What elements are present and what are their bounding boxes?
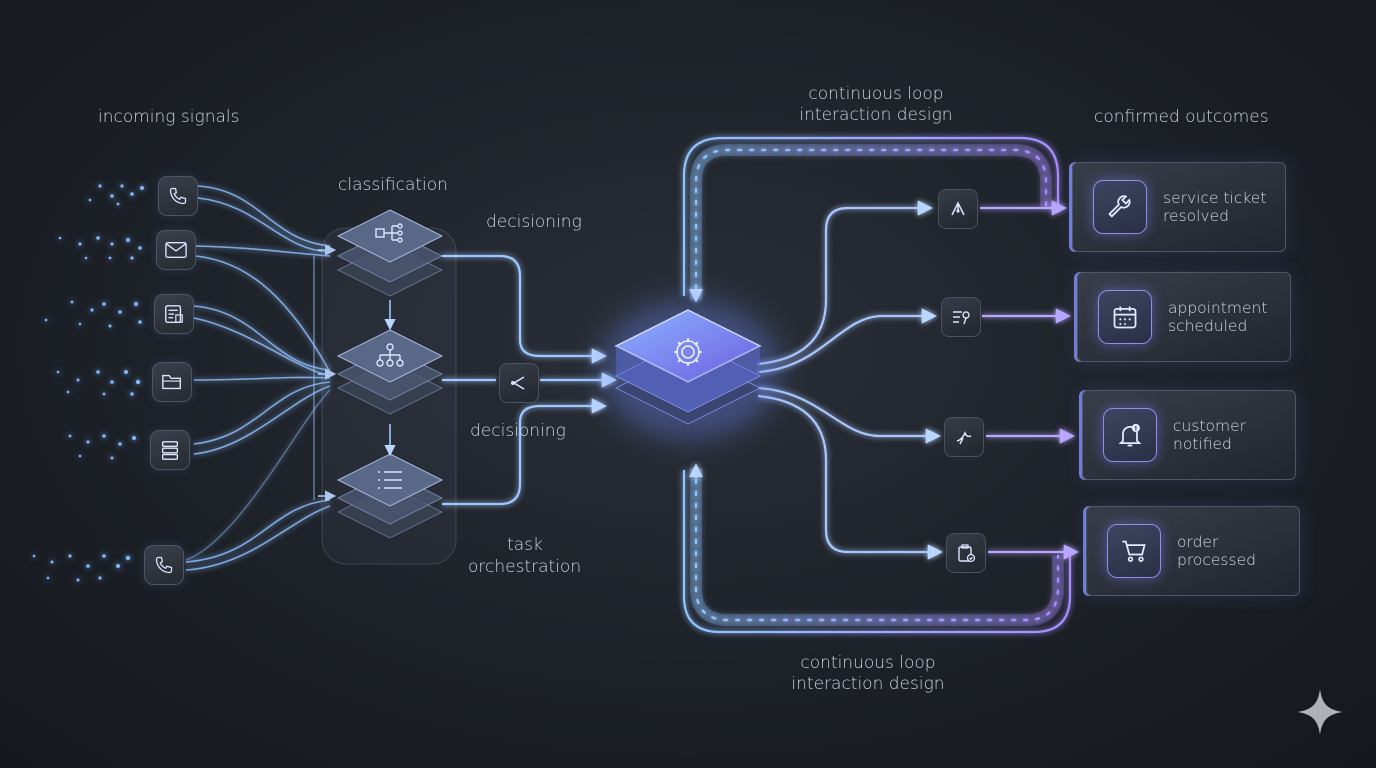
decisioning-mid-label: decisioning [470, 421, 566, 441]
outcome-flows [980, 200, 1080, 560]
outcome-title: appointment [1168, 299, 1268, 317]
phone-icon [155, 556, 173, 574]
incoming-flow-lines [185, 185, 331, 571]
folder-icon [162, 374, 182, 390]
checklist-icon [953, 311, 970, 325]
stack-layer-mid [336, 329, 444, 415]
branch-node-order[interactable] [946, 533, 986, 573]
branch-node-appointment[interactable] [941, 297, 981, 337]
branch-icon [511, 376, 525, 390]
central-hub [600, 300, 780, 440]
bottom-loop [682, 463, 1072, 634]
loop-top-line1: continuous loop [808, 84, 944, 104]
phone-icon [169, 187, 187, 205]
stack-layer-top [336, 209, 444, 297]
outcome-status: scheduled [1168, 317, 1248, 335]
decision-node[interactable] [499, 363, 539, 403]
loop-top-label: continuous loop interaction design [796, 84, 956, 126]
loop-bottom-line1: continuous loop [800, 653, 936, 673]
calendar-icon [1098, 290, 1152, 344]
stack-left-arrows [313, 244, 337, 502]
loop-bottom-label: continuous loop interaction design [788, 653, 948, 695]
bell-icon [1103, 408, 1157, 462]
bird-icon [956, 431, 972, 445]
branch-node-customer[interactable] [944, 417, 984, 457]
orchestration-label: orchestration [468, 557, 582, 577]
task-label-line1: task [507, 535, 543, 555]
form-icon [165, 305, 183, 323]
outcome-title: service ticket [1163, 189, 1267, 207]
classification-label: classification [338, 175, 448, 195]
decisioning-top-label: decisioning [486, 212, 582, 232]
org-chart-icon [376, 343, 404, 367]
mail-icon [165, 241, 187, 259]
pen-tool-icon [951, 201, 965, 216]
clipboard-check-icon [958, 544, 976, 563]
loop-top-line2: interaction design [799, 105, 953, 125]
source-phone-bottom[interactable] [144, 545, 184, 585]
top-loop [682, 136, 1060, 303]
cart-icon [1107, 524, 1161, 578]
outcome-status: resolved [1163, 207, 1229, 225]
outcome-title: customer [1173, 417, 1246, 435]
outcome-status: processed [1177, 551, 1256, 569]
source-database[interactable] [150, 430, 190, 470]
outcome-title: order [1177, 533, 1219, 551]
loop-bottom-line2: interaction design [791, 674, 945, 694]
branch-flows [757, 200, 944, 560]
gear-icon [674, 338, 702, 366]
source-form[interactable] [154, 294, 194, 334]
task-label: task [498, 535, 552, 556]
list-icon [378, 471, 402, 489]
outcome-status: notified [1173, 435, 1232, 453]
source-phone-top[interactable] [158, 176, 198, 216]
incoming-particles [32, 184, 144, 582]
source-folder[interactable] [152, 362, 192, 402]
wrench-icon [1093, 180, 1147, 234]
hierarchy-icon [375, 223, 403, 243]
sparkle-icon [1297, 689, 1343, 735]
branch-node-service[interactable] [938, 189, 978, 229]
source-mail[interactable] [156, 230, 196, 270]
incoming-signals-label: incoming signals [98, 107, 240, 127]
database-icon [161, 441, 179, 460]
confirmed-outcomes-label: confirmed outcomes [1094, 107, 1269, 127]
